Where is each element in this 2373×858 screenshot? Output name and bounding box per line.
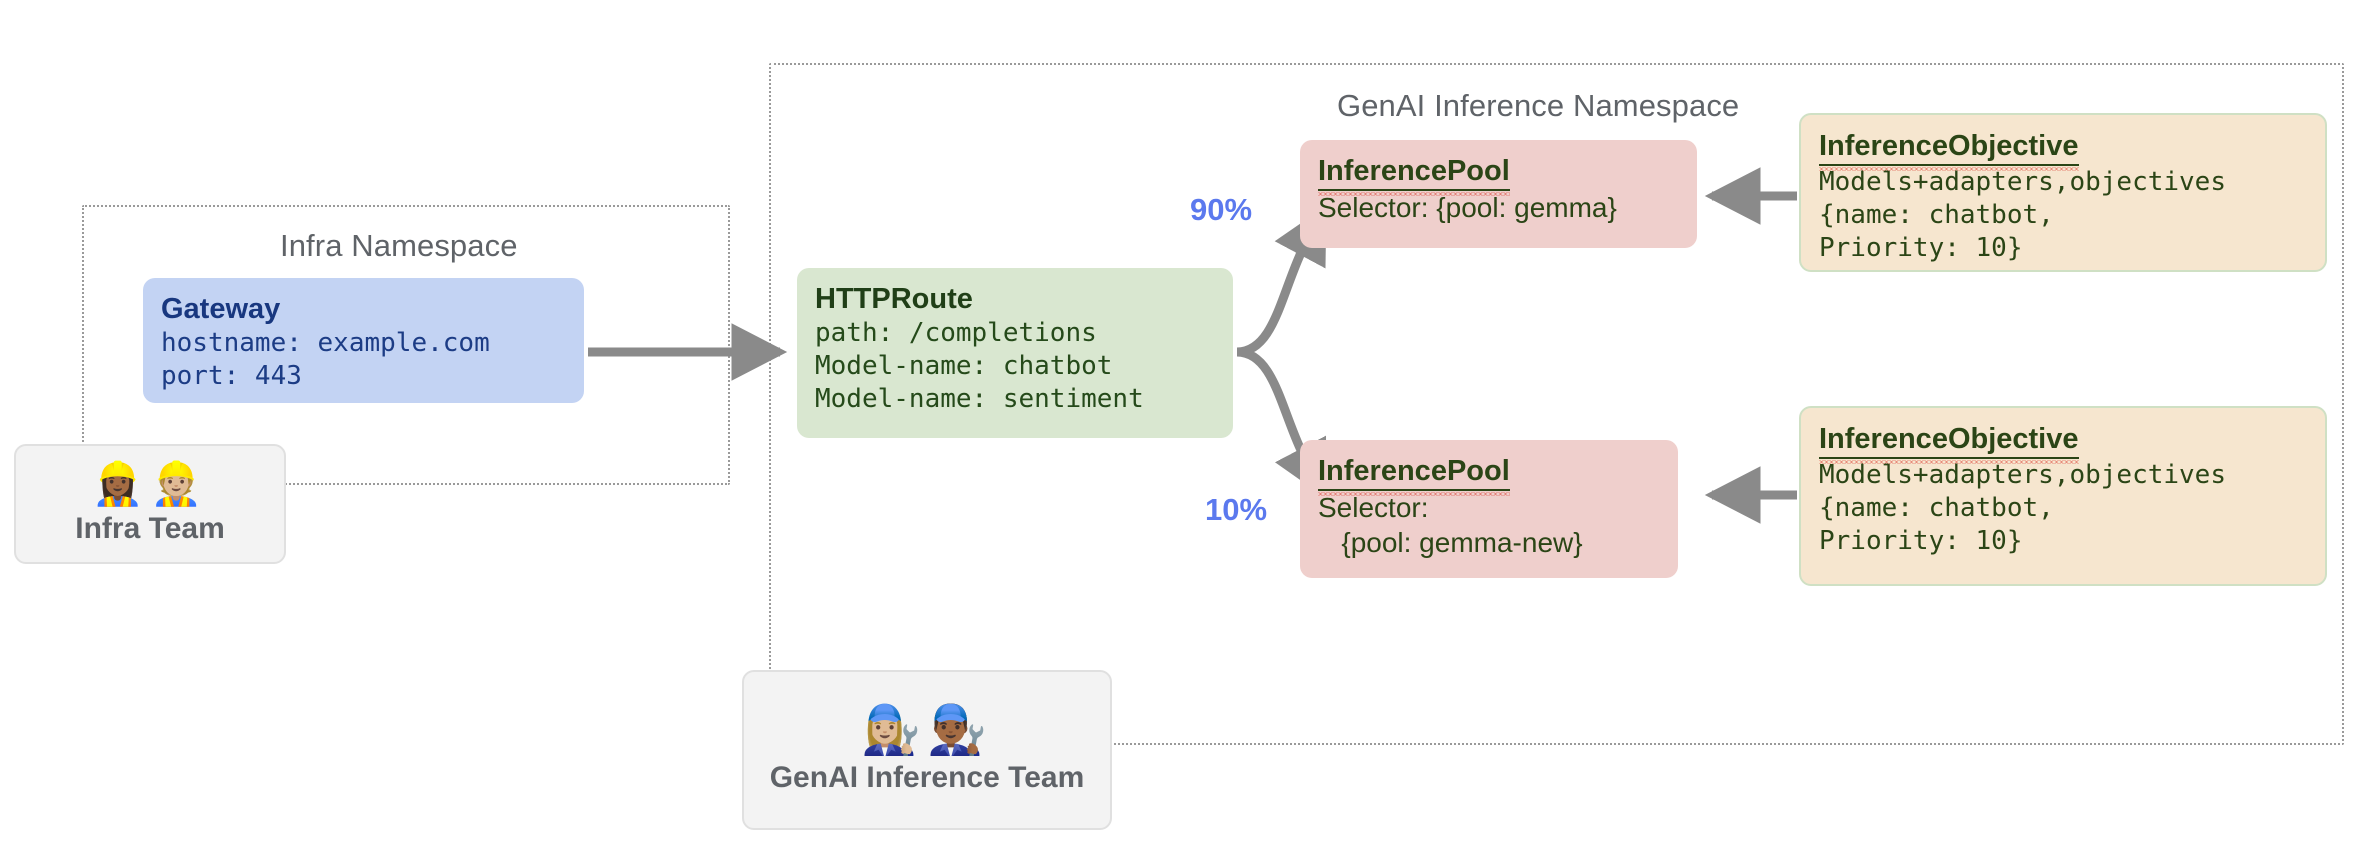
inferenceobjective-2-title: InferenceObjective <box>1819 422 2307 465</box>
inferenceobjective-1-line-models: Models+adapters,objectives <box>1819 167 2226 198</box>
httproute-line-model-chatbot: Model-name: chatbot <box>815 351 1113 382</box>
httproute-line-path: path: /completions <box>815 318 1097 349</box>
node-httproute[interactable]: HTTPRoute path: /completions Model-name:… <box>797 268 1233 438</box>
inferencepool-gemma-new-title: InferencePool <box>1318 454 1660 497</box>
infra-namespace-label: Infra Namespace <box>280 228 518 263</box>
node-inferenceobjective-2[interactable]: InferenceObjective Models+adapters,objec… <box>1799 406 2327 586</box>
inferenceobjective-2-line-models: Models+adapters,objectives <box>1819 460 2226 491</box>
genai-team-label: GenAI Inference Team <box>769 761 1085 795</box>
httproute-title: HTTPRoute <box>815 283 973 315</box>
inferencepool-gemma-title: InferencePool <box>1318 154 1679 197</box>
inferenceobjective-2-line-priority: Priority: 10} <box>1819 526 2023 557</box>
node-inferencepool-gemma[interactable]: InferencePool Selector: {pool: gemma} <box>1300 140 1697 248</box>
inferenceobjective-2-line-name: {name: chatbot, <box>1819 493 2054 524</box>
edge-label-10-percent: 10% <box>1205 492 1268 527</box>
edge-label-90-percent: 90% <box>1190 192 1253 227</box>
inferencepool-gemma-new-selector-label: Selector: <box>1318 492 1429 524</box>
gateway-line-hostname: hostname: example.com <box>161 328 490 359</box>
spellcheck-underline: InferencePool <box>1318 154 1510 197</box>
inferenceobjective-1-line-priority: Priority: 10} <box>1819 233 2023 264</box>
node-inferencepool-gemma-new[interactable]: InferencePool Selector: {pool: gemma-new… <box>1300 440 1678 578</box>
genai-team-chip[interactable]: 👩🏼‍🔧👨🏾‍🔧 GenAI Inference Team <box>742 670 1112 830</box>
inferencepool-gemma-new-selector-value: {pool: gemma-new} <box>1318 526 1583 558</box>
inferencepool-gemma-selector: Selector: {pool: gemma} <box>1318 192 1617 224</box>
inferenceobjective-1-line-name: {name: chatbot, <box>1819 200 2054 231</box>
spellcheck-underline: InferenceObjective <box>1819 422 2079 465</box>
mechanic-icon: 👩🏼‍🔧👨🏾‍🔧 <box>861 701 993 758</box>
gateway-title: Gateway <box>161 293 281 325</box>
construction-worker-icon: 👷🏾‍♀️👷🏼 <box>91 458 209 508</box>
genai-namespace-boundary <box>769 63 2344 745</box>
infra-team-label: Infra Team <box>75 512 225 546</box>
inferenceobjective-1-title: InferenceObjective <box>1819 129 2307 172</box>
genai-namespace-label: GenAI Inference Namespace <box>1337 88 1740 123</box>
spellcheck-underline: InferenceObjective <box>1819 129 2079 172</box>
infra-team-chip[interactable]: 👷🏾‍♀️👷🏼 Infra Team <box>14 444 286 564</box>
spellcheck-underline: InferencePool <box>1318 454 1510 497</box>
node-gateway[interactable]: Gateway hostname: example.com port: 443 <box>143 278 584 403</box>
node-inferenceobjective-1[interactable]: InferenceObjective Models+adapters,objec… <box>1799 113 2327 272</box>
infra-namespace-boundary <box>82 205 730 485</box>
gateway-line-port: port: 443 <box>161 361 302 392</box>
httproute-line-model-sentiment: Model-name: sentiment <box>815 384 1144 415</box>
